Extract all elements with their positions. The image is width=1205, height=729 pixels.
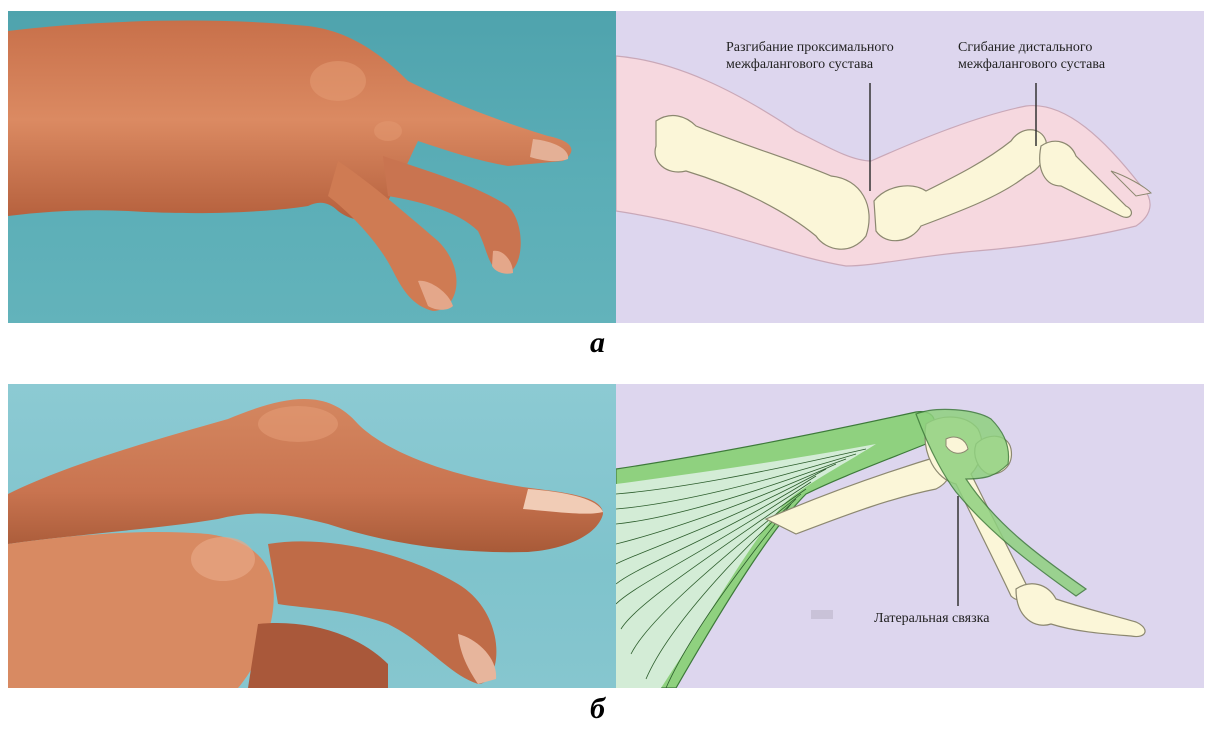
- hand-illustration-b: [8, 384, 616, 688]
- figure-label-a: а: [590, 326, 605, 360]
- label-extension-line1: Разгибание проксимального: [726, 39, 894, 56]
- photo-hand-b: [8, 384, 616, 688]
- diagram-boutonniere: Разгибание проксимального межфалангового…: [616, 11, 1204, 323]
- label-extension: Разгибание проксимального межфалангового…: [726, 39, 894, 73]
- scale-marker: [811, 610, 833, 619]
- label-extension-line2: межфалангового сустава: [726, 56, 894, 73]
- label-flexion-line1: Сгибание дистального: [958, 39, 1105, 56]
- finger-bones-diagram-a: [616, 11, 1204, 323]
- label-ligament: Латеральная связка: [874, 610, 989, 627]
- photo-hand-a: [8, 11, 616, 323]
- label-flexion: Сгибание дистального межфалангового суст…: [958, 39, 1105, 73]
- hand-illustration-a: [8, 11, 616, 323]
- diagram-swan-neck: Латеральная связка: [616, 384, 1204, 688]
- finger-ligament-diagram-b: [616, 384, 1204, 688]
- figure-label-b: б: [590, 692, 605, 726]
- label-flexion-line2: межфалангового сустава: [958, 56, 1105, 73]
